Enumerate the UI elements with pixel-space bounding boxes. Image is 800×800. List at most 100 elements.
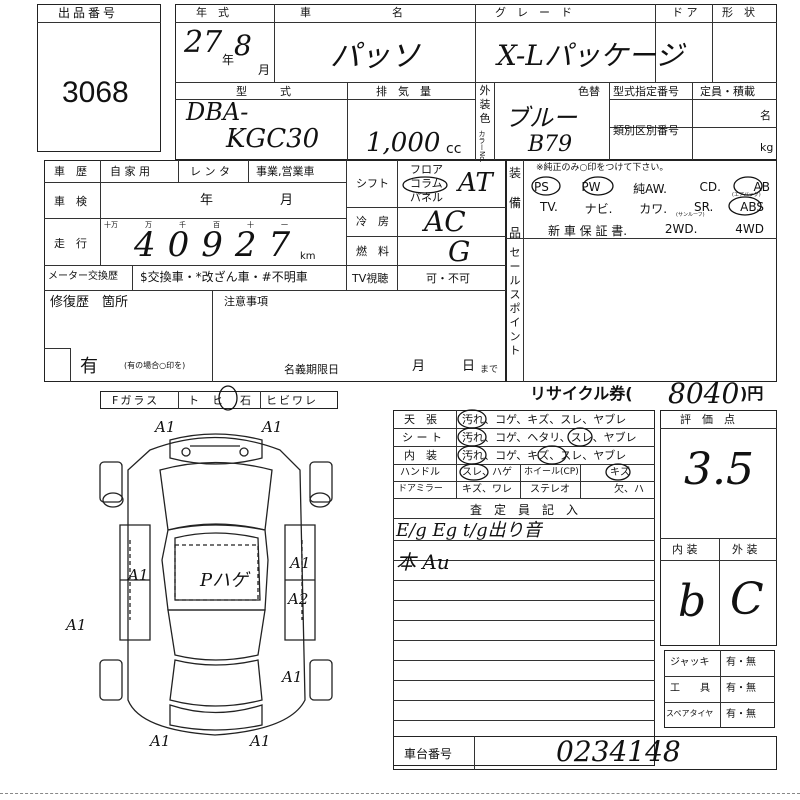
displacement-unit: cc [446, 141, 462, 157]
sales-point-label: セールスポイント [509, 246, 521, 357]
model-value-line1: DBA- [186, 98, 249, 126]
history-label: 車 歴 [54, 165, 87, 178]
meter-options: $交換車・*改ざん車・#不明車 [140, 270, 308, 284]
equip-navi: ナビ. [584, 202, 613, 216]
stereo-label: ステレオ [530, 484, 570, 495]
shift-label: シフト [356, 177, 389, 190]
mirror-options: キズ、ワレ [462, 484, 512, 495]
diagram-mark-rear-right: A1 [250, 732, 271, 750]
header-year: 年 式 [196, 6, 229, 19]
inspection-year-unit: 年 [200, 193, 215, 208]
chassis-value: 0234148 [556, 735, 681, 768]
tool-jack-label: ジャッキ [670, 657, 710, 668]
type-class-label: 類別区別番号 [613, 124, 679, 137]
mileage-head-100k: 十万 [104, 221, 118, 229]
equipment-label: 装備品 [508, 166, 521, 240]
diagram-mark-front-right: A1 [262, 418, 283, 436]
chassis-row [393, 736, 777, 770]
glass-row [100, 391, 338, 409]
color-change-label: 色替 [578, 85, 600, 98]
deadline-until: まで [480, 365, 499, 375]
interior-row-2-opts: 汚れ、コゲ、ヘタリ、スレ、ヤブレ [462, 431, 637, 444]
interior-row-1-opts: 汚れ、コゲ、キズ、スレ、ヤブレ [462, 413, 627, 426]
equip-leather: カワ. [639, 202, 668, 216]
repair-note: (有の場合○印を) [124, 361, 186, 370]
history-opt-rental: レ ン タ [190, 165, 230, 178]
fuel-value: G [448, 235, 471, 268]
shift-value: AT [458, 168, 493, 198]
interior-table [393, 410, 655, 766]
mileage-heads: 十万 万 千 百 十 一 [104, 220, 288, 230]
stereo-options: 欠、ハ [614, 484, 644, 495]
model-label: 型 式 [236, 85, 291, 98]
diagram-mark-rear-left: A1 [150, 732, 171, 750]
mileage-head-1k: 千 [179, 221, 186, 229]
exterior-grade-label: 外 装 [732, 543, 758, 556]
mileage-label: 走 行 [54, 237, 87, 250]
deadline-day: 日 [462, 359, 477, 374]
diagram-mark-right-rear: A1 [282, 668, 303, 686]
header-door: ド ア [672, 6, 698, 19]
header-grade: グ レ ー ド [495, 6, 572, 19]
repair-value: 有 [80, 356, 99, 377]
mileage-head-10: 十 [247, 221, 254, 229]
meter-label: メーター交換歴 [48, 271, 118, 282]
diagram-mark-left-door: A1 [128, 566, 149, 584]
capacity-unit-persons: 名 [760, 109, 771, 122]
equip-ps: PS [534, 180, 549, 194]
lot-number-value: 3068 [62, 76, 129, 109]
interior-grade-value: b [678, 576, 707, 627]
month-unit: 月 [258, 63, 271, 77]
inspection-label: 車 検 [54, 195, 87, 208]
mileage-head-100: 百 [213, 221, 220, 229]
history-opt-private: 自 家 用 [110, 165, 150, 178]
model-value-line2: KGC30 [226, 124, 320, 154]
lot-number-label: 出品番号 [58, 6, 119, 20]
mirror-label: ドアミラー [398, 484, 443, 494]
inspector-note-line-2: 本 Au [396, 550, 450, 574]
glass-label-hi: ヒ [212, 394, 223, 407]
year-unit: 年 [222, 53, 235, 67]
inspector-label: 査 定 員 記 入 [470, 503, 579, 517]
capacity-unit-kg: kg [760, 141, 774, 154]
diagram-roof-note: Pハゲ [200, 570, 249, 591]
equip-tv: TV. [540, 200, 558, 214]
recycle-value: 8040 [668, 377, 740, 410]
handle-options: スレ、ハゲ [462, 467, 512, 478]
lot-number-box [37, 4, 161, 152]
shift-opt-column: コラム [410, 177, 443, 190]
year-value: 27 [184, 25, 223, 60]
tool-spare-opts: 有・無 [726, 709, 756, 720]
handle-label: ハンドル [400, 467, 440, 478]
equipment-note: ※純正のみ○印をつけて下さい。 [536, 163, 669, 173]
history-block [44, 160, 506, 382]
tool-kit-opts: 有・無 [726, 683, 756, 694]
interior-row-3-label: 内 装 [404, 449, 437, 462]
tool-jack-opts: 有・無 [726, 657, 756, 668]
glass-label-to: ト [188, 394, 199, 407]
deadline-label: 名義期限日 [284, 363, 339, 376]
tool-kit-label: 工 具 [670, 683, 710, 694]
diagram-mark-front-left: A1 [155, 418, 176, 436]
inspector-note-line-1: E/g Eg t/g出り音 [396, 520, 542, 541]
fuel-label: 燃 料 [356, 245, 389, 258]
tv-label: TV視聴 [352, 272, 389, 285]
equip-alloy-wheel: 純AW. [633, 182, 667, 196]
capacity-label: 定員・積載 [700, 85, 755, 98]
equip-cd: CD. [699, 180, 721, 194]
diagram-mark-right-front-door: A1 [290, 554, 311, 572]
equip-pw: PW [581, 180, 601, 194]
equip-4wd: 4WD [735, 222, 764, 236]
recycle-unit: )円 [740, 384, 764, 403]
repair-label: 修復歴 箇所 [50, 295, 129, 310]
header-car: 車 名 [300, 6, 415, 19]
interior-row-2-label: シ ー ト [402, 431, 442, 444]
mileage-head-1: 一 [281, 221, 288, 229]
inspection-month-unit: 月 [280, 193, 295, 208]
interior-grade-label: 内 装 [672, 543, 698, 556]
tv-options: 可・不可 [426, 272, 470, 285]
